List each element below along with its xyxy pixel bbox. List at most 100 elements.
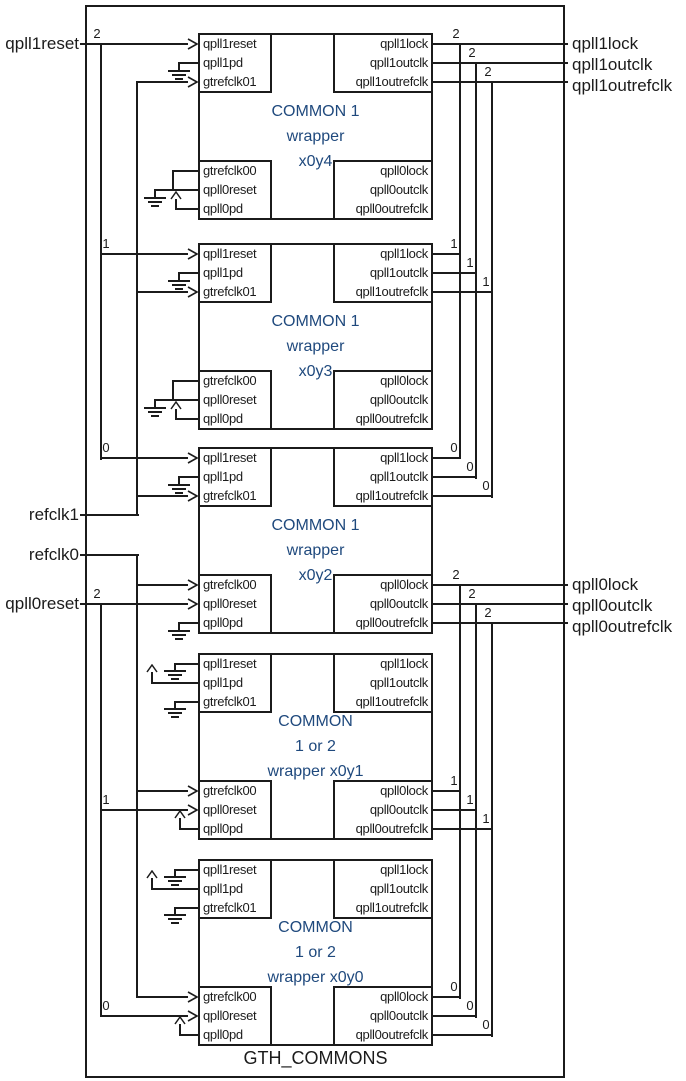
block-title: COMMON 1 wrapper x0y3	[271, 313, 360, 380]
wire	[433, 1034, 493, 1036]
wire	[136, 790, 188, 792]
wire	[178, 476, 198, 478]
port-label: qpll0lock	[380, 163, 428, 178]
tie-high-icon	[169, 401, 183, 410]
port-label: qpll0outrefclk	[355, 615, 429, 630]
diagram-title: GTH_COMMONS	[243, 1048, 388, 1068]
port-label: qpll1outrefclk	[355, 284, 429, 299]
qpll1reset-input-wire	[80, 43, 188, 45]
wire	[433, 996, 461, 998]
wire	[100, 1015, 188, 1017]
wire	[100, 809, 188, 811]
wire	[151, 682, 198, 684]
bus-width-label: 2	[93, 26, 101, 41]
port-label: qpll1pd	[203, 469, 243, 484]
wire	[178, 272, 198, 274]
wire	[178, 62, 180, 70]
port-label: qpll0outclk	[369, 596, 428, 611]
port-box	[198, 370, 272, 430]
bus-width-label: 1	[102, 236, 110, 251]
port-label: qpll0reset	[203, 596, 257, 611]
block-x0y4: qpll1reset qpll1pd gtrefclk01 gtrefclk00…	[0, 33, 686, 220]
arrowhead-icon	[187, 1010, 198, 1022]
arrowhead-icon	[187, 785, 198, 797]
wire	[179, 1034, 198, 1036]
port-label: qpll1outrefclk	[355, 900, 429, 915]
block-x0y0: qpll1reset qpll1pd gtrefclk01 gtrefclk00…	[0, 859, 686, 1046]
block-x0y3: qpll1reset qpll1pd gtrefclk01 gtrefclk00…	[0, 243, 686, 430]
wire	[433, 253, 461, 255]
wire	[151, 672, 153, 683]
signal-label-refclk1: refclk1	[28, 505, 79, 524]
signal-label-refclk0: refclk0	[28, 545, 79, 564]
bus-width-label: 1	[450, 773, 458, 788]
port-box	[333, 986, 433, 1046]
port-label: gtrefclk01	[203, 284, 257, 299]
port-label: qpll0reset	[203, 1008, 257, 1023]
qpll0outrefclk-output-wire	[433, 622, 568, 624]
port-label: qpll1pd	[203, 881, 243, 896]
port-label: qpll0outclk	[369, 802, 428, 817]
wire	[174, 663, 176, 670]
qpll1outrefclk-output-wire	[433, 81, 568, 83]
wire	[174, 701, 198, 703]
ground-icon	[164, 914, 186, 925]
port-label: qpll1reset	[203, 246, 257, 261]
block-title: COMMON 1 wrapper x0y2	[271, 517, 360, 584]
port-label: qpll1outclk	[369, 675, 428, 690]
wire	[136, 291, 188, 293]
wire	[136, 495, 188, 497]
wire	[151, 888, 198, 890]
port-label: qpll1lock	[380, 246, 428, 261]
port-label: qpll0pd	[203, 411, 243, 426]
port-label: qpll0outclk	[369, 1008, 428, 1023]
port-box	[198, 243, 272, 303]
signal-label-qpll1reset: qpll1reset	[5, 34, 79, 53]
qpll1outrefclk-bus	[491, 81, 493, 498]
tie-high-icon	[173, 1016, 187, 1025]
tie-high-icon	[145, 870, 159, 879]
port-box	[198, 780, 272, 840]
port-label: qpll0outrefclk	[355, 201, 429, 216]
bus-width-label: 2	[468, 586, 476, 601]
qpll1outclk-bus	[475, 62, 477, 479]
qpll0reset-input-wire	[80, 603, 188, 605]
wire	[154, 189, 198, 191]
port-label: qpll0pd	[203, 1027, 243, 1042]
wire	[179, 818, 181, 829]
port-box	[333, 160, 433, 220]
arrowhead-icon	[187, 991, 198, 1003]
bus-width-label: 0	[102, 440, 110, 455]
arrowhead-icon	[187, 76, 198, 88]
port-box	[198, 447, 272, 507]
port-label: gtrefclk00	[203, 373, 257, 388]
wire	[178, 622, 198, 624]
port-label: qpll1outclk	[369, 265, 428, 280]
port-label: gtrefclk01	[203, 74, 257, 89]
port-label: gtrefclk00	[203, 163, 257, 178]
wire	[172, 380, 174, 401]
wire	[175, 208, 198, 210]
ground-icon	[144, 197, 166, 208]
port-label: gtrefclk01	[203, 488, 257, 503]
port-box	[198, 574, 272, 634]
port-label: qpll0lock	[380, 989, 428, 1004]
refclk1-input-wire	[80, 514, 139, 516]
port-label: qpll0reset	[203, 392, 257, 407]
port-label: gtrefclk00	[203, 989, 257, 1004]
signal-label-qpll0outrefclk: qpll0outrefclk	[572, 617, 673, 636]
bus-width-label: 0	[450, 440, 458, 455]
wire	[154, 399, 156, 407]
port-box	[333, 370, 433, 430]
wire	[175, 418, 198, 420]
arrowhead-icon	[187, 490, 198, 502]
bus-width-label: 0	[450, 979, 458, 994]
port-label: qpll1pd	[203, 675, 243, 690]
port-label: gtrefclk01	[203, 900, 257, 915]
wire	[178, 476, 180, 484]
signal-label-qpll0outclk: qpll0outclk	[572, 596, 653, 615]
port-label: qpll1outclk	[369, 881, 428, 896]
bus-width-label: 2	[93, 586, 101, 601]
port-label: qpll0lock	[380, 783, 428, 798]
